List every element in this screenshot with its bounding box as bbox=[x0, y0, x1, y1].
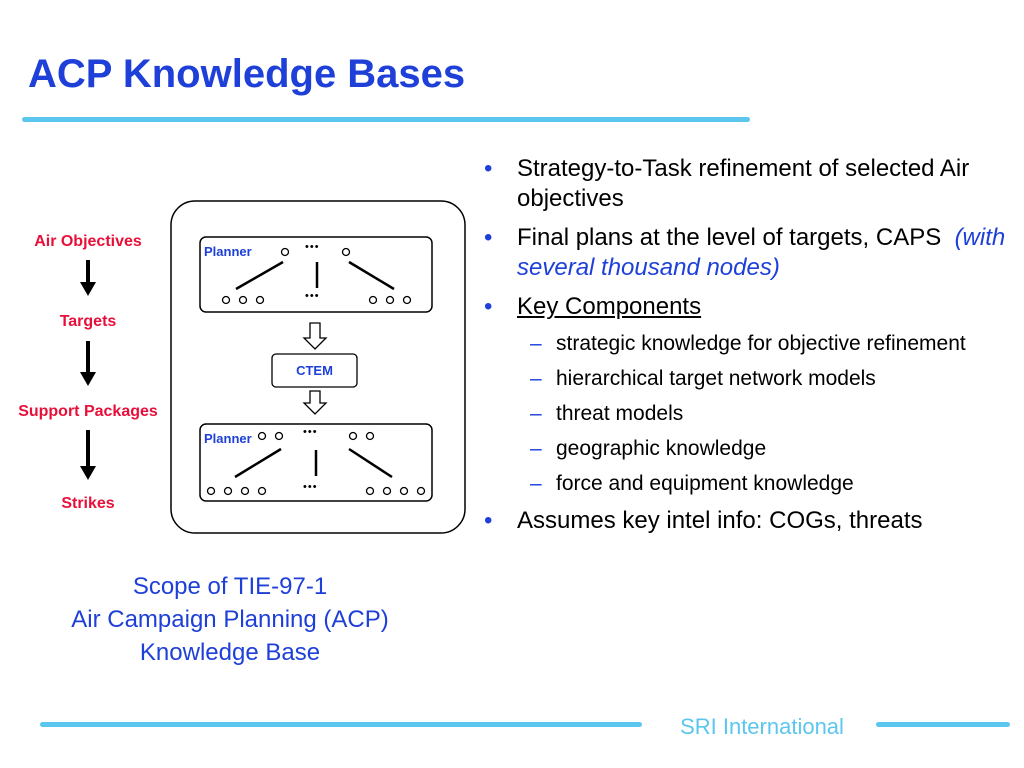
slide-title: ACP Knowledge Bases bbox=[28, 52, 466, 96]
flow-arrow-3 bbox=[80, 430, 96, 480]
diagram-caption: Scope of TIE-97-1 Air Campaign Planning … bbox=[28, 570, 432, 669]
sub-bullet-item: – hierarchical target network models bbox=[482, 366, 1017, 392]
dash-icon: – bbox=[530, 332, 542, 355]
bullet-list: • Strategy-to-Task refinement of selecte… bbox=[482, 154, 1017, 545]
ellipsis-top-2: ••• bbox=[305, 290, 320, 302]
bullet-item: • Final plans at the level of targets, C… bbox=[482, 223, 1017, 283]
title-rule bbox=[22, 117, 750, 122]
hollow-arrow-down-2 bbox=[302, 390, 328, 415]
ellipsis-top-1: ••• bbox=[305, 241, 320, 253]
hollow-arrow-down-1 bbox=[302, 322, 328, 350]
dash-icon: – bbox=[530, 367, 542, 390]
caption-line-2: Air Campaign Planning (ACP) bbox=[71, 606, 389, 633]
sub-bullet-text: strategic knowledge for objective refine… bbox=[556, 332, 966, 355]
footer-rule-left bbox=[40, 722, 642, 727]
sub-bullet-text: hierarchical target network models bbox=[556, 367, 876, 390]
top-tree-edges bbox=[235, 260, 395, 291]
footer-brand: SRI International bbox=[680, 714, 844, 739]
planner-label-top: Planner bbox=[204, 244, 252, 259]
bullet-item: • Strategy-to-Task refinement of selecte… bbox=[482, 154, 1017, 214]
sub-bullet-item: – geographic knowledge bbox=[482, 436, 1017, 462]
flow-label-strikes: Strikes bbox=[61, 495, 115, 512]
planner-label-bottom: Planner bbox=[204, 431, 252, 446]
ctem-box bbox=[271, 353, 358, 388]
dash-icon: – bbox=[530, 437, 542, 460]
flow-label-air-objectives: Air Objectives bbox=[34, 233, 142, 250]
bullet-dot-icon: • bbox=[484, 224, 493, 251]
sub-bullet-text: threat models bbox=[556, 402, 684, 425]
bullet-dot-icon: • bbox=[484, 155, 493, 182]
ctem-label: CTEM bbox=[296, 363, 333, 378]
caption-line-1: Scope of TIE-97-1 bbox=[132, 573, 328, 600]
flow-arrow-1 bbox=[80, 260, 96, 296]
bottom-tree-edges bbox=[234, 447, 393, 479]
ellipsis-bottom-1: ••• bbox=[303, 426, 318, 438]
bullet-text: Assumes key intel info: COGs, threats bbox=[517, 507, 923, 534]
caption-line-3: Knowledge Base bbox=[139, 639, 321, 666]
bullet-item: • Assumes key intel info: COGs, threats bbox=[482, 506, 1017, 536]
dash-icon: – bbox=[530, 402, 542, 425]
bullet-heading-key-components: Key Components bbox=[517, 293, 702, 320]
bullet-item: • Key Components bbox=[482, 292, 1017, 322]
sub-bullet-text: force and equipment knowledge bbox=[556, 472, 854, 495]
bullet-emphasis: (with several thousand nodes) bbox=[517, 224, 1006, 281]
bottom-tree-nodes bbox=[206, 431, 426, 496]
sub-bullet-text: geographic knowledge bbox=[556, 437, 767, 460]
flow-label-support-packages: Support Packages bbox=[18, 403, 158, 420]
top-tree-nodes bbox=[221, 247, 412, 305]
dash-icon: – bbox=[530, 472, 542, 495]
flow-label-targets: Targets bbox=[59, 313, 117, 330]
sub-bullet-item: – strategic knowledge for objective refi… bbox=[482, 331, 1017, 357]
bullet-dot-icon: • bbox=[484, 293, 493, 320]
bullet-text: Final plans at the level of targets, CAP… bbox=[517, 224, 942, 251]
flow-arrow-2 bbox=[80, 341, 96, 386]
footer-rule-right bbox=[876, 722, 1010, 727]
ellipsis-bottom-2: ••• bbox=[303, 481, 318, 493]
sub-bullet-item: – threat models bbox=[482, 401, 1017, 427]
bullet-text: Strategy-to-Task refinement of selected … bbox=[517, 155, 970, 212]
sub-bullet-item: – force and equipment knowledge bbox=[482, 471, 1017, 497]
bullet-dot-icon: • bbox=[484, 507, 493, 534]
